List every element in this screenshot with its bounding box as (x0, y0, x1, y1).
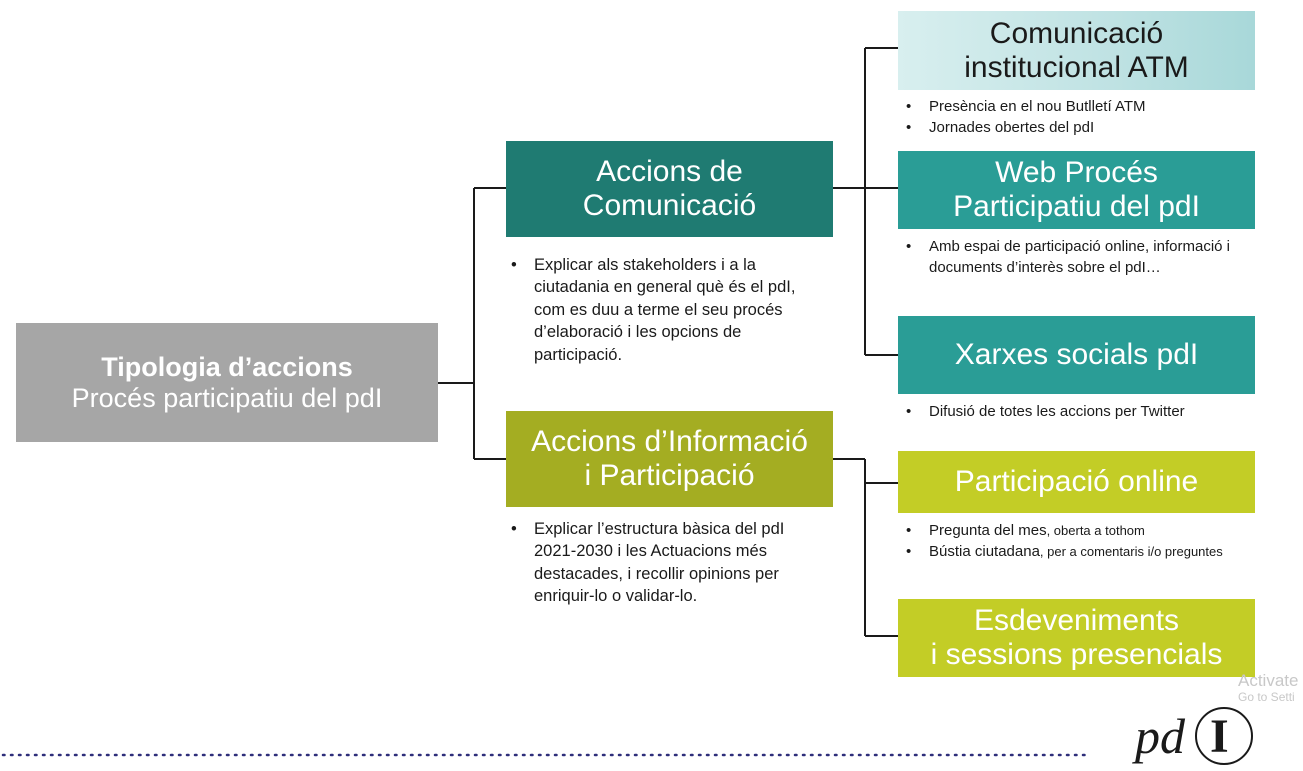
participacio-online-title: Participació online (954, 465, 1199, 499)
esdeveniments-node: Esdeveniments i sessions presencials (898, 599, 1255, 677)
web-proces-node: Web Procés Participatiu del pdI (898, 151, 1255, 229)
bullet-item: Jornades obertes del pdI (903, 117, 1248, 139)
logo-text: pd (1135, 708, 1185, 764)
root-title: Tipologia d’accions (101, 352, 353, 383)
participacio-online-bullets: Pregunta del mes, oberta a tothom Bústia… (903, 520, 1248, 563)
web-proces-title: Web Procés Participatiu del pdI (953, 156, 1200, 223)
root-node: Tipologia d’accions Procés participatiu … (16, 323, 438, 442)
accions-comunicacio-title: Accions de Comunicació (582, 155, 757, 222)
bullet-item: Presència en el nou Butlletí ATM (903, 96, 1248, 118)
accions-comunicacio-bullets: Explicar als stakeholders i a la ciutada… (508, 254, 824, 366)
comunicacio-institucional-title: Comunicació institucional ATM (964, 16, 1189, 84)
bullet-item: Explicar als stakeholders i a la ciutada… (508, 254, 824, 366)
activation-watermark: Activate Go to Setti (1238, 671, 1298, 704)
logo-letter: I (1210, 710, 1229, 763)
watermark-line1: Activate (1238, 671, 1299, 690)
bullet-item: Pregunta del mes, oberta a tothom (903, 520, 1248, 542)
esdeveniments-title: Esdeveniments i sessions presencials (930, 604, 1223, 671)
bullet-item: Explicar l’estructura bàsica del pdI 202… (508, 518, 824, 608)
pdi-logo: pd I (1125, 703, 1297, 769)
root-subtitle: Procés participatiu del pdI (71, 382, 383, 413)
bullet-item: Bústia ciutadana, per a comentaris i/o p… (903, 541, 1248, 563)
accions-comunicacio-node: Accions de Comunicació (506, 141, 833, 237)
accions-informacio-bullets: Explicar l’estructura bàsica del pdI 202… (508, 518, 824, 608)
xarxes-socials-title: Xarxes socials pdI (954, 338, 1199, 372)
comunicacio-institucional-node: Comunicació institucional ATM (898, 11, 1255, 90)
bullet-main: Bústia ciutadana (929, 543, 1040, 561)
accions-informacio-node: Accions d’Informació i Participació (506, 411, 833, 507)
bullet-detail: , per a comentaris i/o preguntes (1039, 544, 1223, 560)
bullet-detail: , oberta a tothom (1046, 523, 1145, 538)
xarxes-socials-bullets: Difusió de totes les accions per Twitter (903, 401, 1223, 423)
participacio-online-node: Participació online (898, 451, 1255, 513)
logo-circle-icon (1195, 707, 1253, 765)
bullet-item: Amb espai de participació online, inform… (903, 236, 1233, 279)
accions-informacio-title: Accions d’Informació i Participació (531, 425, 808, 492)
bullet-item: Difusió de totes les accions per Twitter (903, 401, 1223, 423)
comunicacio-institucional-bullets: Presència en el nou Butlletí ATM Jornade… (903, 96, 1248, 139)
bullet-main: Pregunta del mes (929, 522, 1047, 539)
xarxes-socials-node: Xarxes socials pdI (898, 316, 1255, 394)
watermark-line2: Go to Setti (1238, 689, 1295, 704)
web-proces-bullets: Amb espai de participació online, inform… (903, 236, 1233, 279)
